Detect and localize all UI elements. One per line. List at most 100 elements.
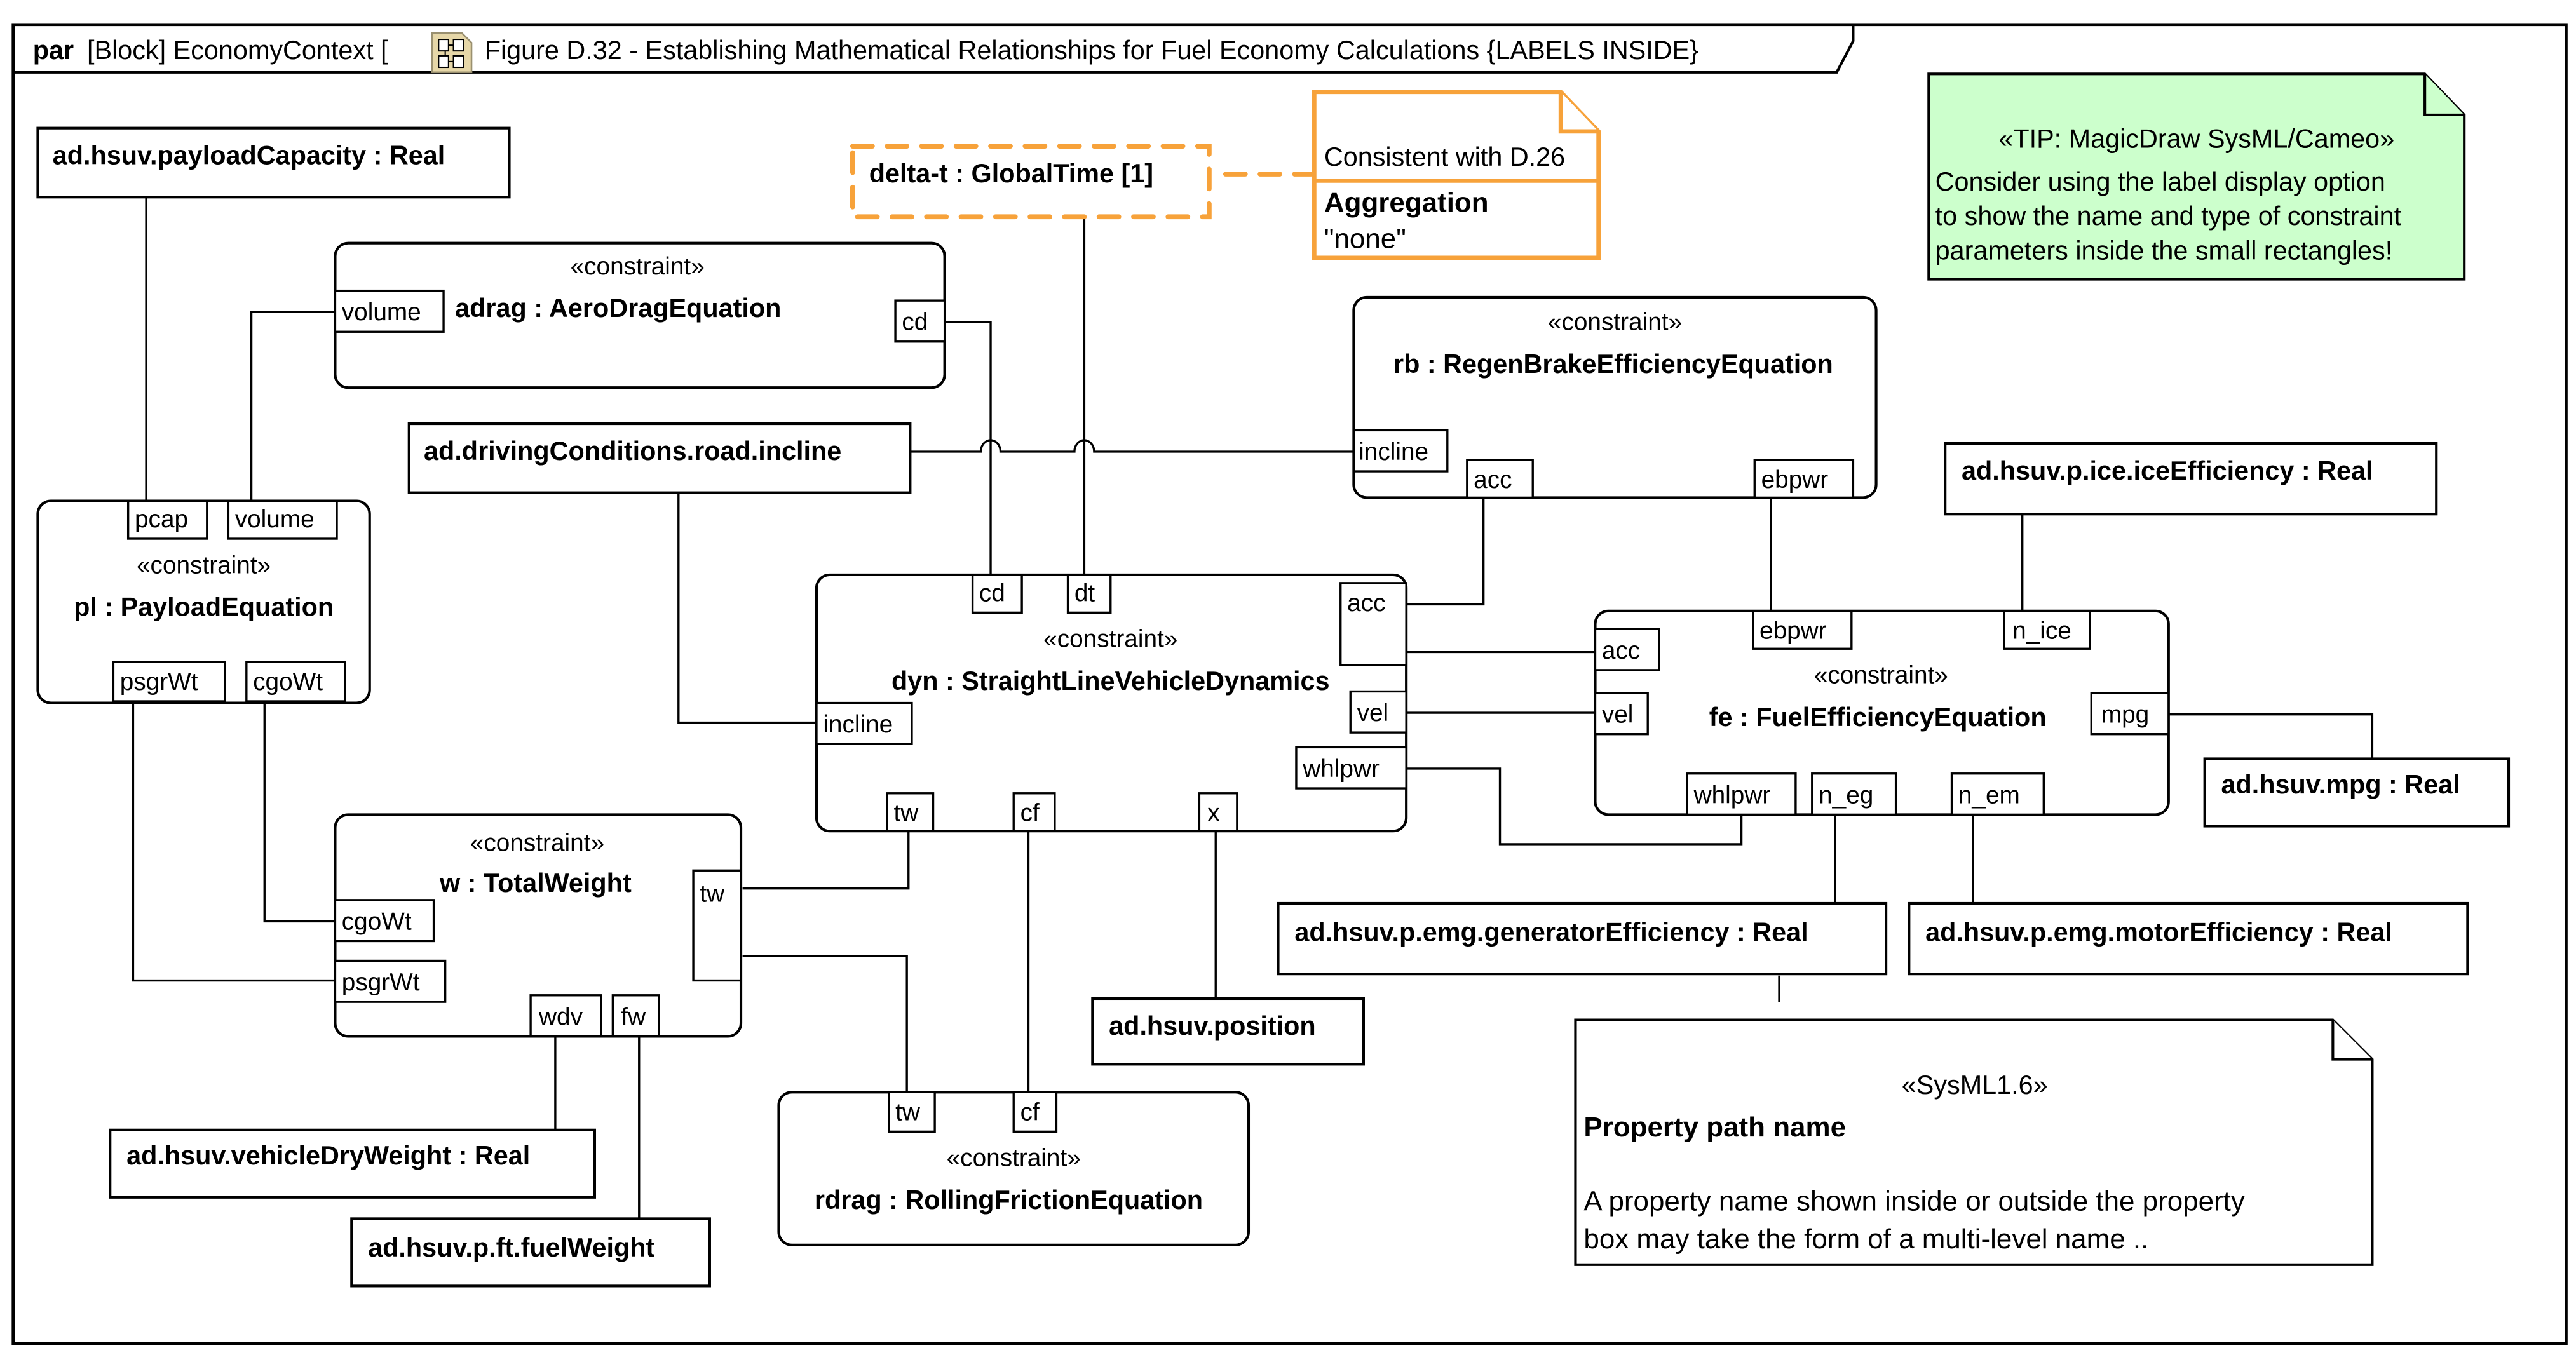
property-label: ad.hsuv.payloadCapacity : Real xyxy=(53,141,445,170)
stereotype-label: «constraint» xyxy=(1548,309,1682,336)
property-label: ad.hsuv.mpg : Real xyxy=(2221,770,2460,799)
property-position[interactable]: ad.hsuv.position xyxy=(1091,997,1365,1066)
constraint-fe[interactable]: ebpwr n_ice acc «constraint» vel fe : Fu… xyxy=(1594,609,2170,816)
constraint-rb[interactable]: «constraint» rb : RegenBrakeEfficiencyEq… xyxy=(1352,295,1878,499)
property-vehicle-dry-weight[interactable]: ad.hsuv.vehicleDryWeight : Real xyxy=(109,1128,597,1199)
connector-incline-dyn[interactable] xyxy=(677,492,817,724)
property-ice-efficiency[interactable]: ad.hsuv.p.ice.iceEfficiency : Real xyxy=(1944,442,2438,516)
param-label: n_ice xyxy=(2012,617,2071,645)
param-label: cf xyxy=(1020,1098,1040,1126)
param-pcap[interactable]: pcap xyxy=(126,499,208,540)
param-whlpwr[interactable]: whlpwr xyxy=(1686,772,1797,816)
note-header: Consistent with D.26 xyxy=(1324,142,1565,172)
param-cd[interactable]: cd xyxy=(894,299,946,343)
param-label: dt xyxy=(1074,579,1095,607)
stereotype-label: «constraint» xyxy=(1043,626,1177,653)
param-label: tw xyxy=(893,800,919,827)
constraint-w[interactable]: «constraint» w : TotalWeight tw cgoWt ps… xyxy=(334,813,743,1038)
param-x[interactable]: x xyxy=(1198,792,1238,832)
frame-kind: par xyxy=(33,36,74,65)
param-label: pcap xyxy=(135,506,188,533)
note-sysml[interactable]: «SysML1.6» Property path name A property… xyxy=(1574,1018,2374,1266)
param-incline[interactable]: incline xyxy=(815,701,913,745)
note-tip[interactable]: «TIP: MagicDraw SysML/Cameo» Consider us… xyxy=(1927,72,2466,281)
connector-cgoWt[interactable] xyxy=(263,701,336,923)
param-acc[interactable]: acc xyxy=(1594,628,1660,671)
param-n-eg[interactable]: n_eg xyxy=(1811,772,1897,816)
param-cgoWt[interactable]: cgoWt xyxy=(334,899,435,943)
param-fw[interactable]: fw xyxy=(611,994,660,1038)
param-wdv[interactable]: wdv xyxy=(529,994,602,1038)
param-label: incline xyxy=(823,711,893,738)
param-label: cd xyxy=(902,309,928,336)
stereotype-label: «constraint» xyxy=(947,1145,1081,1172)
param-cf[interactable]: cf xyxy=(1012,1091,1058,1133)
param-vel[interactable]: vel xyxy=(1349,690,1407,734)
param-psgrWt[interactable]: psgrWt xyxy=(112,661,226,703)
property-delta-t[interactable]: delta-t : GlobalTime [1] xyxy=(850,144,1212,220)
param-psgrWt[interactable]: psgrWt xyxy=(334,959,447,1003)
param-cd[interactable]: cd xyxy=(971,574,1023,614)
connector-tw-w[interactable] xyxy=(742,831,910,890)
property-label: ad.hsuv.p.emg.motorEfficiency : Real xyxy=(1925,917,2392,947)
constraint-pl[interactable]: pcap volume «constraint» pl : PayloadEqu… xyxy=(36,499,371,704)
param-acc[interactable]: acc xyxy=(1466,459,1534,499)
param-label: wdv xyxy=(538,1003,583,1030)
parametric-diagram-icon xyxy=(431,32,473,74)
param-label: vel xyxy=(1602,701,1634,729)
param-volume[interactable]: volume xyxy=(227,499,338,540)
constraint-name: adrag : AeroDragEquation xyxy=(455,293,781,323)
connector-tw-rdrag[interactable] xyxy=(742,955,908,1093)
property-label: ad.hsuv.p.ice.iceEfficiency : Real xyxy=(1962,456,2373,485)
note-line: parameters inside the small rectangles! xyxy=(1935,236,2393,266)
param-tw[interactable]: tw xyxy=(692,869,742,982)
param-label: cgoWt xyxy=(342,908,412,935)
note-stereotype: «SysML1.6» xyxy=(1902,1070,2048,1100)
constraint-rdrag[interactable]: tw cf «constraint» rdrag : RollingFricti… xyxy=(777,1091,1251,1246)
param-label: acc xyxy=(1602,637,1640,664)
param-label: x xyxy=(1207,800,1219,827)
property-fuel-weight[interactable]: ad.hsuv.p.ft.fuelWeight xyxy=(350,1217,711,1288)
param-volume[interactable]: volume xyxy=(334,289,445,333)
property-label: ad.hsuv.p.emg.generatorEfficiency : Real xyxy=(1294,917,1808,947)
connector-psgrWt[interactable] xyxy=(132,701,336,982)
param-cgoWt[interactable]: cgoWt xyxy=(245,661,346,703)
property-motor-efficiency[interactable]: ad.hsuv.p.emg.motorEfficiency : Real xyxy=(1908,901,2469,976)
constraint-dyn[interactable]: cd dt acc «constraint» dyn : StraightLin… xyxy=(815,573,1408,833)
constraint-name: fe : FuelEfficiencyEquation xyxy=(1709,703,2047,732)
note-consistent-d26[interactable]: Consistent with D.26 Aggregation "none" xyxy=(1312,90,1601,260)
param-n-ice[interactable]: n_ice xyxy=(2003,610,2091,650)
constraint-name: w : TotalWeight xyxy=(439,868,632,898)
param-mpg[interactable]: mpg xyxy=(2090,692,2170,736)
param-ebpwr[interactable]: ebpwr xyxy=(1752,610,1853,650)
property-generator-efficiency[interactable]: ad.hsuv.p.emg.generatorEfficiency : Real xyxy=(1277,901,1888,976)
param-whlpwr[interactable]: whlpwr xyxy=(1295,746,1407,790)
connector-acc-rb[interactable] xyxy=(1406,497,1485,606)
param-label: acc xyxy=(1347,590,1385,617)
connector-volume[interactable] xyxy=(250,311,336,501)
param-label: fw xyxy=(621,1003,646,1030)
param-cf[interactable]: cf xyxy=(1012,792,1056,832)
property-mpg[interactable]: ad.hsuv.mpg : Real xyxy=(2203,757,2511,828)
constraint-name: pl : PayloadEquation xyxy=(74,593,334,622)
param-ebpwr[interactable]: ebpwr xyxy=(1753,459,1855,499)
connector-incline-rb[interactable] xyxy=(910,439,1354,453)
param-dt[interactable]: dt xyxy=(1066,574,1112,614)
property-road-incline[interactable]: ad.drivingConditions.road.incline xyxy=(407,422,912,494)
param-tw[interactable]: tw xyxy=(888,1091,936,1133)
constraint-name: dyn : StraightLineVehicleDynamics xyxy=(891,666,1330,696)
param-vel[interactable]: vel xyxy=(1594,692,1649,736)
param-acc[interactable]: acc xyxy=(1339,582,1407,666)
stereotype-label: «constraint» xyxy=(470,829,604,856)
connector-mpg[interactable] xyxy=(2168,713,2374,759)
param-label: n_eg xyxy=(1819,781,1873,809)
param-tw[interactable]: tw xyxy=(886,792,935,832)
stereotype-label: «constraint» xyxy=(137,551,271,579)
connector-cd[interactable] xyxy=(944,321,992,575)
param-incline[interactable]: incline xyxy=(1352,429,1449,473)
connector-whlpwr[interactable] xyxy=(1406,767,1743,846)
constraint-adrag[interactable]: «constraint» adrag : AeroDragEquation vo… xyxy=(334,241,946,389)
property-payload-capacity[interactable]: ad.hsuv.payloadCapacity : Real xyxy=(36,126,511,199)
note-title: Property path name xyxy=(1583,1112,1846,1143)
param-n-em[interactable]: n_em xyxy=(1950,772,2045,816)
